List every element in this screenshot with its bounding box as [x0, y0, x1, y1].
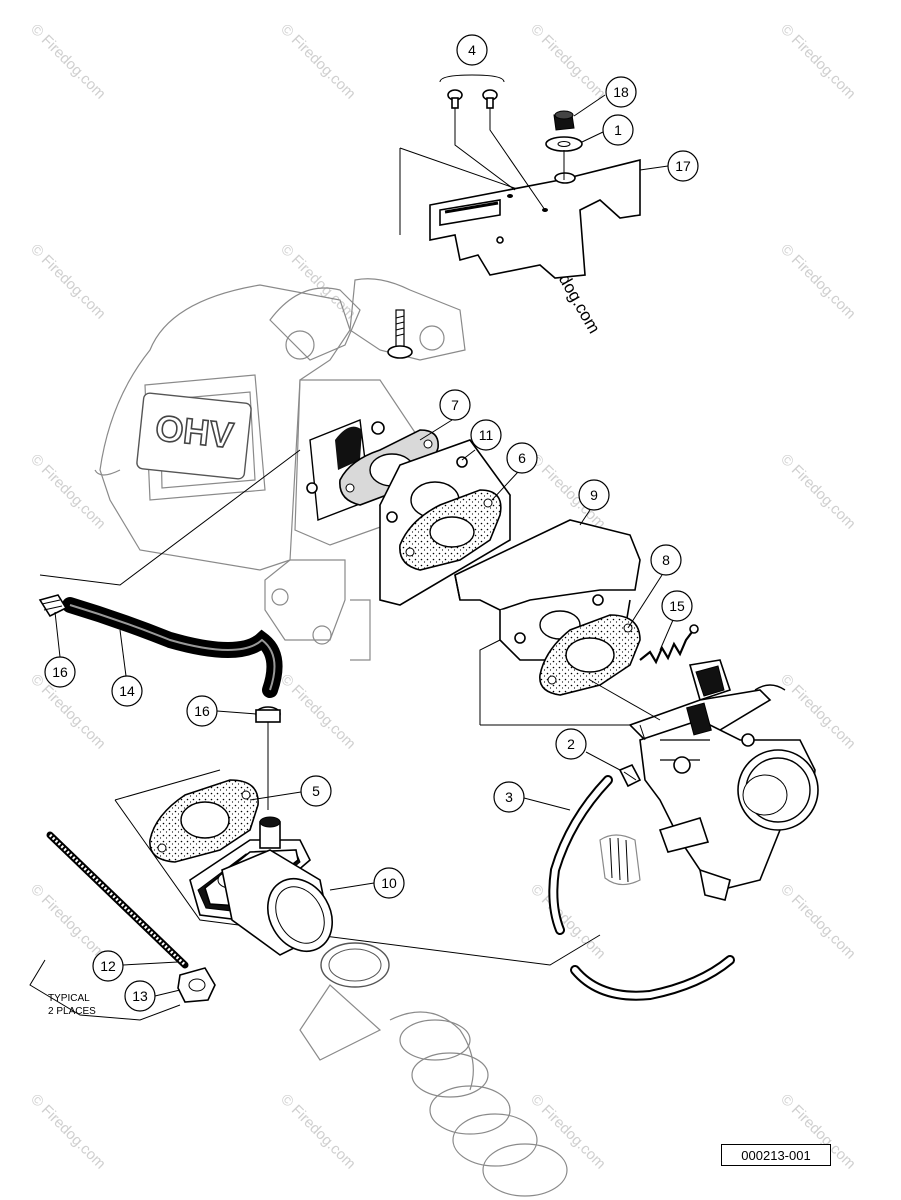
callout-13: 13	[124, 980, 181, 1012]
callout-label: 2	[567, 736, 575, 752]
callout-15: 15	[659, 590, 693, 651]
callout-label: 16	[52, 664, 68, 680]
callout-7: 7	[419, 389, 471, 441]
callout-label: 7	[451, 397, 459, 413]
callout-label: 11	[479, 427, 494, 443]
callout-12: 12	[92, 950, 179, 982]
spring-15	[639, 624, 699, 665]
clip-2	[618, 763, 642, 788]
callout-label: 9	[590, 487, 598, 503]
callout-10: 10	[329, 867, 405, 899]
typical-note-line2: 2 PLACES	[48, 1006, 96, 1017]
callout-18: 18	[573, 76, 637, 117]
watermark: © Firedog.com	[777, 241, 859, 323]
callout-label: 3	[505, 789, 513, 805]
typical-note: TYPICAL 2 PLACES	[48, 993, 96, 1017]
callout-label: 18	[613, 84, 629, 100]
watermark: © Firedog.com	[527, 21, 609, 103]
callout-label: 1	[614, 122, 622, 138]
callout-label: 17	[675, 158, 691, 174]
gasket-8	[539, 614, 641, 696]
callout-4: 4	[439, 34, 505, 83]
drawing-number-box: 000213-001	[721, 1144, 831, 1166]
callout-label: 6	[518, 450, 526, 466]
watermark: © Firedog.com	[27, 451, 109, 533]
callout-label: 14	[119, 683, 135, 699]
watermark: © Firedog.com	[777, 881, 859, 963]
callout-3: 3	[493, 781, 571, 813]
intake-bellows	[299, 942, 568, 1197]
watermark: © Firedog.com	[777, 451, 859, 533]
nut-and-washer	[545, 110, 583, 180]
head-bolt	[387, 309, 413, 359]
watermark: © Firedog.com	[527, 1091, 609, 1173]
breather-hose-14	[38, 449, 301, 810]
fuel-line-3	[548, 775, 735, 1001]
callout-2: 2	[555, 728, 621, 771]
callout-16-center: 16	[186, 695, 257, 727]
watermark: © Firedog.com	[277, 1091, 359, 1173]
callout-1: 1	[581, 114, 634, 146]
watermark: © Firedog.com	[277, 241, 359, 323]
watermark: © Firedog.com	[27, 21, 109, 103]
callout-5: 5	[249, 775, 332, 807]
callout-9: 9	[578, 479, 610, 526]
callout-16-left: 16	[44, 611, 76, 688]
callout-14: 14	[111, 629, 143, 707]
gasket-6	[399, 489, 502, 571]
watermark: © Firedog.com	[277, 21, 359, 103]
callout-8: 8	[627, 544, 682, 629]
callout-label: 15	[669, 598, 685, 614]
callout-label: 13	[132, 988, 148, 1004]
watermark: © Firedog.com	[777, 21, 859, 103]
stud-12	[46, 831, 189, 969]
ohv-emblem-text: OHV	[154, 407, 236, 456]
ohv-emblem: OHV	[136, 392, 252, 480]
callout-label: 5	[312, 783, 320, 799]
nut-13	[29, 959, 216, 1021]
carburetor	[479, 639, 819, 901]
watermark: © Firedog.com	[527, 881, 609, 963]
callout-11: 11	[461, 419, 502, 461]
gasket-5	[114, 769, 259, 863]
callout-label: 10	[381, 875, 397, 891]
air-box-bracket	[399, 147, 641, 279]
callout-17: 17	[639, 150, 699, 182]
callout-label: 12	[100, 958, 116, 974]
watermark: © Firedog.com	[27, 881, 109, 963]
callout-label: 16	[194, 703, 210, 719]
callout-label: 4	[468, 42, 476, 58]
callout-6: 6	[491, 442, 538, 501]
callout-label: 8	[662, 552, 670, 568]
screws	[447, 89, 546, 211]
typical-note-line1: TYPICAL	[48, 993, 90, 1004]
watermark: © Firedog.com	[277, 671, 359, 753]
watermark: © Firedog.com	[27, 241, 109, 323]
air-intake-adapter-10	[114, 799, 601, 966]
watermark: © Firedog.com	[27, 1091, 109, 1173]
